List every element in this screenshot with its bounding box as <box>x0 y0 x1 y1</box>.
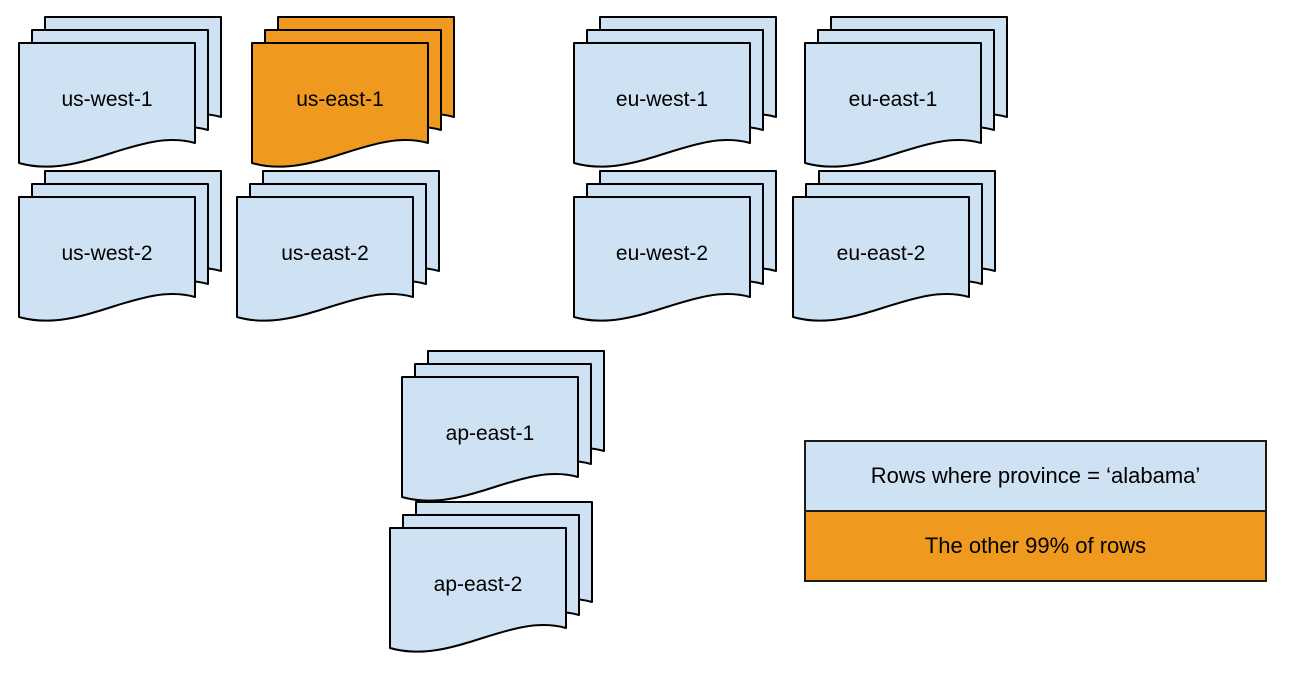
region-label-us-east-2: us-east-2 <box>281 242 369 265</box>
region-stack-eu-west-1: eu-west-1 <box>573 16 778 171</box>
region-stack-us-east-2: us-east-2 <box>236 170 441 325</box>
region-label-eu-east-1: eu-east-1 <box>848 88 938 111</box>
region-label-eu-west-2: eu-west-2 <box>615 242 709 265</box>
region-label-eu-west-1: eu-west-1 <box>615 88 709 111</box>
region-label-ap-east-1: ap-east-1 <box>445 422 535 445</box>
region-label-us-east-1: us-east-1 <box>296 88 384 111</box>
region-label-us-west-1: us-west-1 <box>61 88 153 111</box>
region-stack-eu-east-2: eu-east-2 <box>792 170 997 325</box>
region-stack-eu-west-2: eu-west-2 <box>573 170 778 325</box>
legend-item-alabama-rows: Rows where province = ‘alabama’ <box>806 442 1265 512</box>
region-stack-ap-east-1: ap-east-1 <box>401 350 606 505</box>
legend: Rows where province = ‘alabama’ The othe… <box>804 440 1267 582</box>
region-stack-us-east-1: us-east-1 <box>251 16 456 171</box>
region-stack-us-west-2: us-west-2 <box>18 170 223 325</box>
region-stack-ap-east-2: ap-east-2 <box>389 501 594 656</box>
region-label-us-west-2: us-west-2 <box>61 242 153 265</box>
region-stack-eu-east-1: eu-east-1 <box>804 16 1009 171</box>
region-stack-us-west-1: us-west-1 <box>18 16 223 171</box>
region-label-eu-east-2: eu-east-2 <box>836 242 926 265</box>
region-label-ap-east-2: ap-east-2 <box>433 573 523 596</box>
legend-item-other-rows: The other 99% of rows <box>806 512 1265 580</box>
